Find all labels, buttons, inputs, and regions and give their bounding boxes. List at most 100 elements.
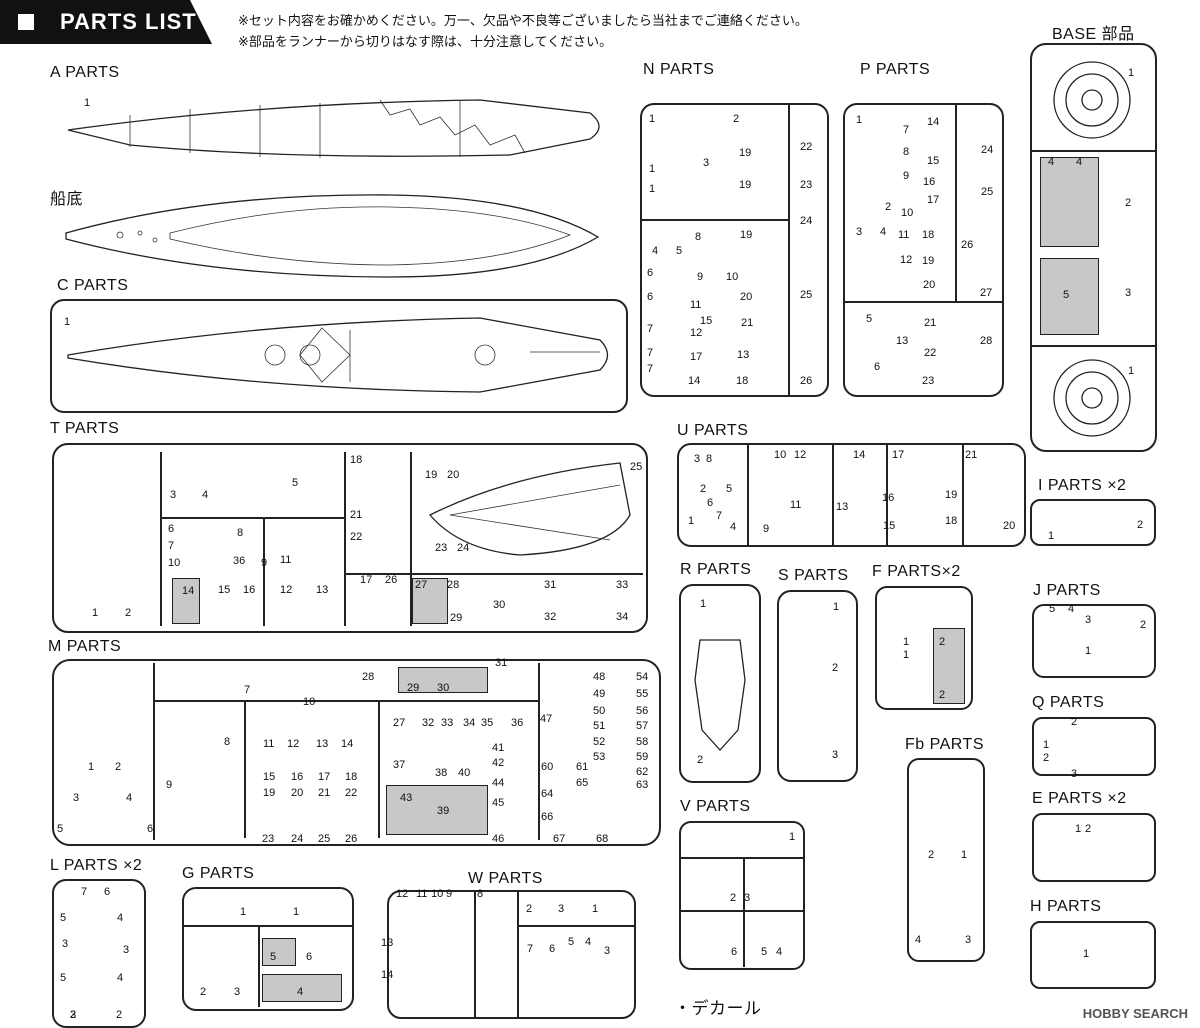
- part-number-t-27: 27: [415, 579, 428, 591]
- c-parts-runner: [50, 299, 628, 413]
- runner-divider: [955, 105, 957, 303]
- part-number-f-2: 2: [939, 636, 946, 648]
- runner-divider: [378, 700, 380, 838]
- part-number-m-18: 18: [345, 771, 358, 783]
- part-number-u-5: 5: [726, 483, 733, 495]
- part-number-t-17: 17: [360, 574, 373, 586]
- part-number-m-25: 25: [318, 833, 331, 845]
- part-number-p-19: 19: [922, 255, 935, 267]
- runner-divider: [886, 445, 888, 545]
- part-number-p-13: 13: [896, 335, 909, 347]
- part-number-l-3: 3: [123, 944, 130, 956]
- section-w-parts: W PARTS: [468, 870, 543, 887]
- part-number-n-26: 26: [800, 375, 813, 387]
- section-u-parts: U PARTS: [677, 422, 749, 439]
- part-number-u-7: 7: [716, 510, 723, 522]
- part-number-u-6: 6: [707, 497, 714, 509]
- base-part-4: [1040, 157, 1099, 247]
- section-g-parts: G PARTS: [182, 865, 255, 882]
- part-number-m-12: 12: [287, 738, 300, 750]
- part-number-l-2: 2: [70, 1009, 77, 1021]
- part-number-t-14: 14: [182, 585, 195, 597]
- part-number-t-12: 12: [280, 584, 293, 596]
- part-number-base-3: 3: [1125, 287, 1132, 299]
- part-number-p-23: 23: [922, 375, 935, 387]
- part-number-j-3: 3: [1085, 614, 1092, 626]
- part-number-t-18: 18: [350, 454, 363, 466]
- parts-list-header: PARTS LIST: [0, 0, 212, 44]
- part-number-t-31: 31: [544, 579, 557, 591]
- part-number-m-58: 58: [636, 736, 649, 748]
- part-number-t-23: 23: [435, 542, 448, 554]
- part-number-g-2: 2: [200, 986, 207, 998]
- part-number-q-2: 2: [1043, 752, 1050, 764]
- part-number-fb-2: 2: [928, 849, 935, 861]
- part-number-u-11: 11: [790, 499, 802, 511]
- part-number-m-17: 17: [318, 771, 331, 783]
- part-number-n-8: 8: [695, 231, 702, 243]
- hull-side-drawing: [67, 99, 600, 158]
- part-number-t-10: 10: [168, 557, 181, 569]
- runner-divider: [345, 573, 412, 575]
- part-number-t-11: 11: [280, 554, 292, 566]
- part-number-m-64: 64: [541, 788, 554, 800]
- part-number-l-7: 7: [81, 886, 88, 898]
- part-number-t-30: 30: [493, 599, 506, 611]
- part-number-t-2: 2: [125, 607, 132, 619]
- part-number-t-1: 1: [92, 607, 99, 619]
- p-parts-runner: [843, 103, 1004, 397]
- part-number-s-2: 2: [832, 662, 839, 674]
- runner-divider: [832, 445, 834, 545]
- part-number-p-21: 21: [924, 317, 937, 329]
- section-n-parts: N PARTS: [643, 61, 715, 78]
- part-number-j-4: 4: [1068, 603, 1075, 615]
- part-number-base-4: 4: [1048, 156, 1055, 168]
- part-number-m-14: 14: [341, 738, 354, 750]
- part-number-m-55: 55: [636, 688, 649, 700]
- part-number-i-2: 2: [1137, 519, 1144, 531]
- part-number-n-13: 13: [737, 349, 750, 361]
- m-part-29-30: [398, 667, 488, 693]
- part-number-m-30: 30: [437, 682, 450, 694]
- part-number-n-25: 25: [800, 289, 813, 301]
- part-number-p-20: 20: [923, 279, 936, 291]
- g-part-5: [262, 938, 296, 966]
- hull-bottom-drawing: [65, 194, 600, 278]
- part-number-p-26: 26: [961, 239, 974, 251]
- part-number-t-8: 8: [237, 527, 244, 539]
- part-number-m-44: 44: [492, 777, 505, 789]
- part-number-p-8: 8: [903, 146, 910, 158]
- part-number-t-15: 15: [218, 584, 231, 596]
- runner-divider: [344, 452, 346, 626]
- part-number-m-11: 11: [263, 738, 275, 750]
- part-number: 1: [84, 97, 91, 109]
- part-number-w-6: 6: [549, 943, 556, 955]
- part-number-h-1: 1: [1083, 948, 1090, 960]
- part-number-s-1: 1: [833, 601, 840, 613]
- part-number-q-2: 2: [1071, 716, 1078, 728]
- part-number-n-7: 7: [647, 347, 654, 359]
- part-number-p-16: 16: [923, 176, 936, 188]
- part-number-g-3: 3: [234, 986, 241, 998]
- section-base-parts: BASE 部品: [1052, 26, 1135, 43]
- section-j-parts: J PARTS: [1033, 582, 1101, 599]
- part-number-m-36: 36: [511, 717, 524, 729]
- part-number-r-1: 1: [700, 598, 707, 610]
- part-number-m-37: 37: [393, 759, 406, 771]
- part-number-u-16: 16: [882, 492, 895, 504]
- part-number-m-48: 48: [593, 671, 606, 683]
- part-number-l-3: 3: [70, 1009, 77, 1021]
- part-number-i-1: 1: [1048, 530, 1055, 542]
- part-number-t-22: 22: [350, 531, 363, 543]
- watermark: HOBBY SEARCH: [1082, 1006, 1188, 1021]
- part-number-p-2: 2: [885, 201, 892, 213]
- part-number-u-19: 19: [945, 489, 958, 501]
- section-h-parts: H PARTS: [1030, 898, 1102, 915]
- q-parts-runner: [1032, 717, 1156, 776]
- part-number-w-4: 4: [585, 936, 592, 948]
- part-number-n-22: 22: [800, 141, 813, 153]
- part-number-base-5: 5: [1063, 289, 1070, 301]
- part-number-p-18: 18: [922, 229, 935, 241]
- base-part-5: [1040, 258, 1099, 335]
- part-number-u-15: 15: [883, 520, 896, 532]
